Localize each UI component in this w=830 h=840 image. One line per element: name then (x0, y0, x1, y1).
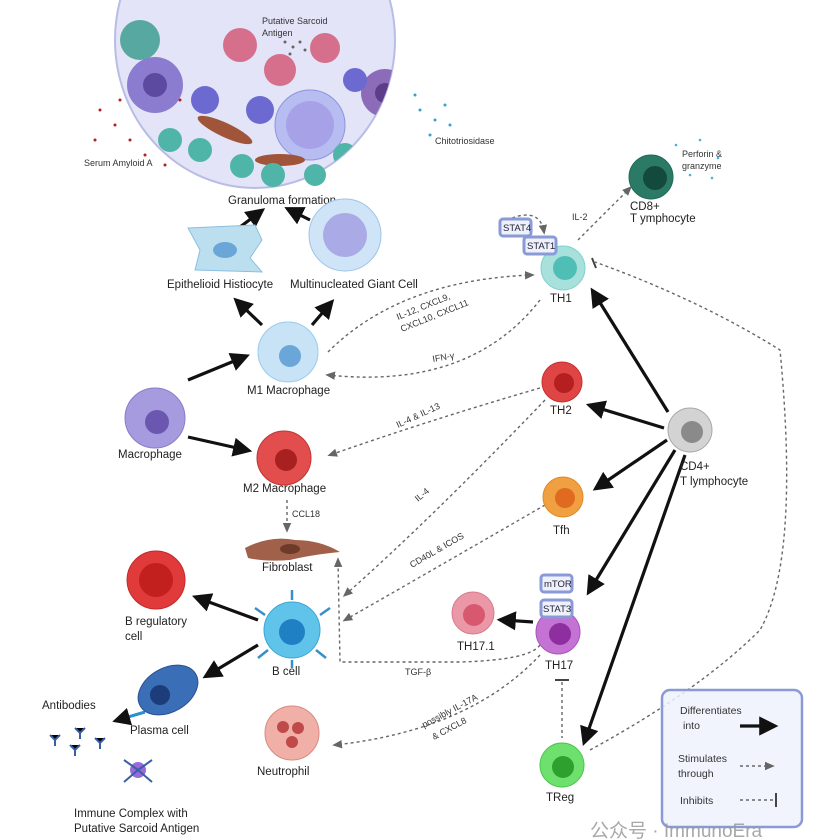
b-cell: B cell (254, 590, 331, 678)
breg-label: B regulatory (125, 616, 187, 628)
legend-stimulates-2: through (678, 768, 714, 780)
immune-complex-label: Immune Complex with (74, 808, 188, 820)
plasma-cell: Plasma cell Antibodies (42, 664, 199, 756)
treg-label: TReg (546, 792, 574, 804)
neutrophil-label: Neutrophil (257, 766, 309, 778)
epithelioid-histiocyte: Epithelioid Histiocyte (167, 224, 273, 291)
il2-label: IL-2 (572, 212, 588, 222)
m2-macrophage: M2 Macrophage (243, 430, 326, 495)
m2-label: M2 Macrophage (243, 483, 326, 495)
cd8-label: CD8+ (630, 201, 660, 213)
m1-label: M1 Macrophage (247, 385, 330, 397)
tgfb-label: TGF-β (405, 667, 431, 677)
macrophage-label: Macrophage (118, 449, 182, 461)
cells: Epithelioid Histiocyte Multinucleated Gi… (42, 138, 748, 835)
th1-cell: TH1 STAT4 STAT1 (498, 217, 586, 305)
epithelioid-label: Epithelioid Histiocyte (167, 279, 273, 291)
th171-cell: TH17.1 (451, 591, 495, 653)
cd40l-label: CD40L & ICOS (408, 531, 466, 570)
giant-cell: Multinucleated Giant Cell (290, 198, 418, 291)
th171-label: TH17.1 (457, 641, 495, 653)
cd4-label-2: T lymphocyte (680, 476, 748, 488)
immune-complex-label-2: Putative Sarcoid Antigen (74, 823, 199, 835)
treg-cell: TReg (539, 742, 585, 804)
stat3-box: STAT3 (543, 604, 571, 615)
mtor-box: mTOR (544, 579, 572, 590)
tfh-cell: Tfh (542, 476, 584, 537)
watermark: 公众号 · ImmunoEra (590, 820, 763, 840)
legend-differentiates: Differentiates (680, 705, 742, 717)
chitotriosidase-label: Chitotriosidase (435, 136, 495, 146)
antigen-label: Putative Sarcoid (262, 16, 328, 26)
antibody-icons (49, 727, 106, 756)
ifng-label: IFN-γ (432, 350, 456, 364)
serum-amyloid-label: Serum Amyloid A (84, 158, 153, 168)
macrophage: Macrophage (118, 387, 186, 461)
neutrophil: Neutrophil (257, 705, 320, 778)
m1-macrophage: M1 Macrophage (247, 321, 330, 397)
legend-inhibits: Inhibits (680, 795, 713, 807)
th17-label: TH17 (545, 660, 573, 672)
fibroblast-label: Fibroblast (262, 562, 313, 574)
cd4-label: CD4+ (680, 461, 710, 473)
perforin-label: Perforin & (682, 149, 722, 159)
th2-label: TH2 (550, 405, 572, 417)
granuloma-formation-label: Granuloma formation (228, 195, 336, 207)
ccl18-label: CCL18 (292, 509, 320, 519)
giant-cell-label: Multinucleated Giant Cell (290, 279, 418, 291)
immune-complex: Immune Complex with Putative Sarcoid Ant… (74, 759, 199, 835)
cd8-t-cell: CD8+ T ymphocyte Perforin & granzyme (628, 138, 722, 225)
th17-cell: TH17 mTOR STAT3 (535, 573, 581, 672)
perforin-label-2: granzyme (682, 161, 722, 171)
differentiation-arrows (112, 207, 687, 747)
cd4-t-cell: CD4+ T lymphocyte (667, 407, 748, 488)
stimulation-arrows (282, 186, 788, 751)
stat4-box: STAT4 (503, 223, 531, 234)
plasma-label: Plasma cell (130, 725, 189, 737)
granuloma: Putative Sarcoid Antigen Serum Amyloid A… (84, 0, 495, 207)
stat1-box: STAT1 (527, 241, 555, 252)
antibodies-label: Antibodies (42, 700, 96, 712)
il4-label: IL-4 (413, 486, 431, 504)
legend-stimulates: Stimulates (678, 753, 727, 765)
th2-cell: TH2 (541, 361, 583, 417)
fibroblast: Fibroblast (245, 538, 340, 574)
bcell-label: B cell (272, 666, 300, 678)
cd8-label-2: T ymphocyte (630, 213, 696, 225)
legend-differentiates-2: into (683, 720, 700, 732)
b-regulatory-cell: B regulatory cell (125, 550, 187, 643)
th1-label: TH1 (550, 293, 572, 305)
breg-label-2: cell (125, 631, 142, 643)
legend: Differentiates into Stimulates through I… (660, 688, 804, 829)
antigen-label-2: Antigen (262, 28, 293, 38)
tfh-label: Tfh (553, 525, 570, 537)
